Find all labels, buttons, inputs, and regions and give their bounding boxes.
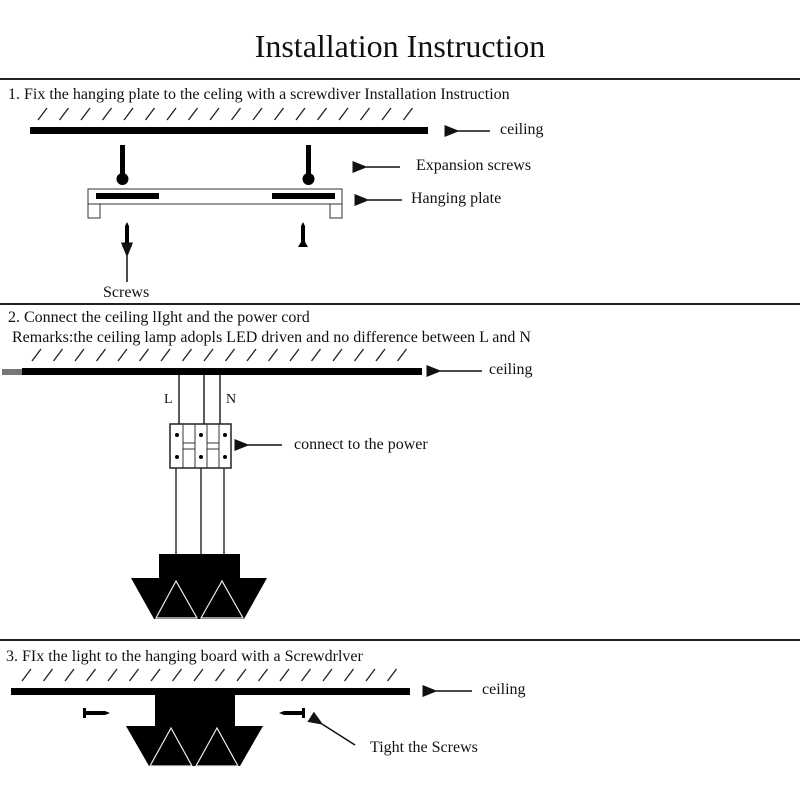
ceiling-hatch-1 <box>37 107 414 121</box>
hatch-mark <box>166 107 177 121</box>
ceiling-hatch-2 <box>31 348 408 362</box>
hatch-mark <box>310 348 322 362</box>
hatch-mark <box>386 668 398 682</box>
hatch-mark <box>267 348 279 362</box>
hatch-mark <box>128 668 140 682</box>
wires-upper <box>178 375 221 424</box>
hatch-mark <box>214 668 226 682</box>
hatch-mark <box>359 107 371 121</box>
label-neutral: N <box>226 392 237 407</box>
section-divider <box>0 639 800 641</box>
hatch-mark <box>316 107 328 121</box>
step-2-remark: Remarks:the ceiling lamp adopls LED driv… <box>12 329 531 346</box>
label-expansion-screws: Expansion screws <box>416 157 532 174</box>
hatch-mark <box>160 348 171 362</box>
hatch-mark <box>209 107 220 121</box>
hatch-mark <box>322 668 333 682</box>
label-ceiling-3: ceiling <box>482 681 526 698</box>
section-divider <box>0 303 800 305</box>
ceiling-hatch-3 <box>21 668 398 682</box>
hatch-mark <box>107 668 118 682</box>
hatch-mark <box>150 668 161 682</box>
hatch-mark <box>101 107 113 121</box>
hatch-mark <box>31 348 42 362</box>
hatch-mark <box>203 348 214 362</box>
hatch-mark <box>42 668 54 682</box>
hatch-mark <box>353 348 365 362</box>
hanging-plate <box>87 188 343 219</box>
hatch-mark <box>289 348 300 362</box>
hatch-mark <box>117 348 128 362</box>
screw-right <box>298 222 308 247</box>
hatch-mark <box>123 107 134 121</box>
hatch-mark <box>396 348 408 362</box>
hatch-mark <box>343 668 355 682</box>
hatch-mark <box>74 348 85 362</box>
hatch-mark <box>171 668 183 682</box>
hatch-mark <box>187 107 199 121</box>
hatch-mark <box>381 107 392 121</box>
hatch-mark <box>58 107 70 121</box>
label-screws: Screws <box>103 284 150 301</box>
wires-lower <box>175 468 225 555</box>
hatch-mark <box>37 107 48 121</box>
hatch-mark <box>181 348 193 362</box>
hatch-mark <box>252 107 263 121</box>
side-screw-right <box>279 708 305 718</box>
hatch-mark <box>230 107 242 121</box>
page-title: Installation Instruction <box>254 28 546 64</box>
hatch-mark <box>365 668 376 682</box>
hatch-mark <box>85 668 97 682</box>
label-tight-screws: Tight the Screws <box>370 739 478 756</box>
hatch-mark <box>144 107 156 121</box>
hatch-mark <box>193 668 204 682</box>
ceiling-bar-1 <box>30 127 428 134</box>
hatch-mark <box>236 668 247 682</box>
section-divider <box>0 78 800 80</box>
side-screw-left <box>83 708 110 718</box>
hatch-mark <box>279 668 290 682</box>
hatch-mark <box>246 348 257 362</box>
label-live: L <box>164 392 173 407</box>
ceiling-lamp-2 <box>131 554 267 619</box>
step-1-heading: 1. Fix the hanging plate to the celing w… <box>8 86 510 103</box>
expansion-screw-right <box>302 145 315 185</box>
hatch-mark <box>257 668 269 682</box>
hatch-mark <box>80 107 91 121</box>
hatch-mark <box>375 348 386 362</box>
hatch-mark <box>273 107 285 121</box>
step-3-heading: 3. FIx the light to the hanging board wi… <box>6 648 363 665</box>
hatch-mark <box>52 348 64 362</box>
ceiling-bar-3 <box>11 688 410 695</box>
hatch-mark <box>402 107 414 121</box>
hatch-mark <box>224 348 236 362</box>
label-connect-power: connect to the power <box>294 436 428 453</box>
hatch-mark <box>138 348 150 362</box>
arrow-tight-screws <box>307 711 356 746</box>
screw-left <box>122 222 132 247</box>
label-ceiling-1: ceiling <box>500 121 544 138</box>
expansion-screw-left <box>116 145 129 185</box>
hatch-mark <box>338 107 349 121</box>
label-hanging-plate: Hanging plate <box>411 190 502 207</box>
ceiling-bar-2 <box>22 368 422 375</box>
terminal-block <box>169 423 232 469</box>
hatch-mark <box>64 668 75 682</box>
hatch-mark <box>300 668 312 682</box>
hatch-mark <box>95 348 107 362</box>
label-ceiling-2: ceiling <box>489 361 533 378</box>
power-cord-stub <box>2 369 22 375</box>
hatch-mark <box>295 107 306 121</box>
hatch-mark <box>332 348 343 362</box>
hatch-mark <box>21 668 32 682</box>
ceiling-lamp-3 <box>126 694 263 767</box>
step-2-heading: 2. Connect the ceiling lIght and the pow… <box>8 309 310 326</box>
